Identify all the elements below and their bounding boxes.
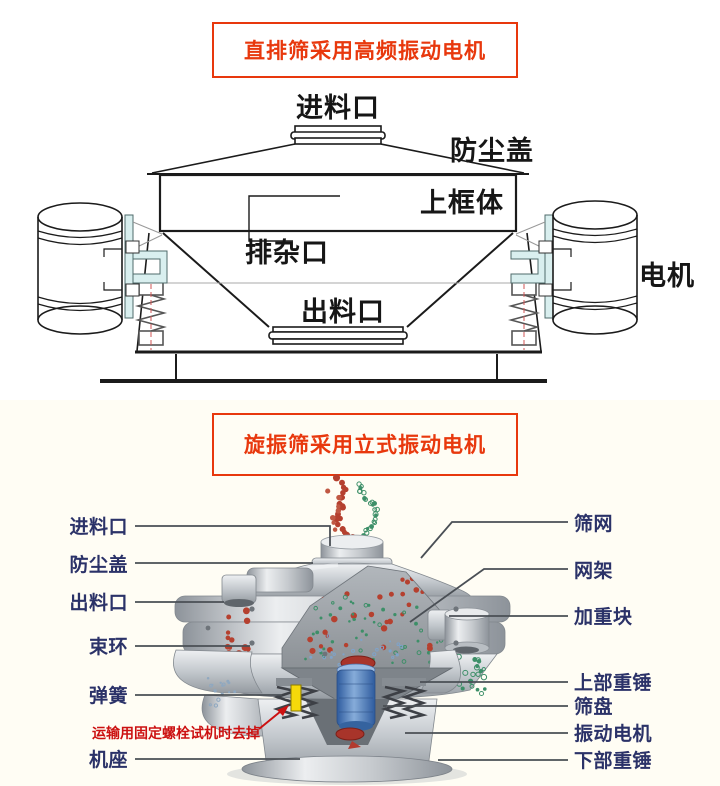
base-flange <box>241 755 453 783</box>
dust-particles <box>206 676 237 708</box>
machine-render <box>173 474 511 785</box>
label-warning-note: 运输用固定螺栓试机时去掉 <box>92 725 260 741</box>
label-impurity-outlet: 排杂口 <box>245 238 329 268</box>
label-discharge-outlet: 出料口 <box>301 297 385 327</box>
label-dust-cover-2: 防尘盖 <box>69 553 128 576</box>
rotary-sieve-diagram: 旋振筛采用立式振动电机 <box>0 400 720 786</box>
label-vibration-motor: 振动电机 <box>574 722 652 745</box>
lower-hammer-render <box>335 727 365 741</box>
label-mesh-frame: 网架 <box>574 560 613 582</box>
spring-left <box>134 294 168 332</box>
upper-frame-box <box>158 173 518 242</box>
label-dust-cover: 防尘盖 <box>450 136 534 166</box>
top-title-box: 直排筛采用高频振动电机 <box>212 22 518 78</box>
side-mount-right <box>510 214 554 319</box>
side-mount-left <box>124 214 168 319</box>
vibration-motor-render <box>335 655 376 749</box>
feed-inlet-flange <box>290 125 386 145</box>
spring-right <box>507 294 541 332</box>
label-upper-frame: 上框体 <box>420 188 504 218</box>
bottom-title-box: 旋振筛采用立式振动电机 <box>212 413 518 476</box>
label-motor: 电机 <box>639 261 695 291</box>
label-lower-hammer: 下部重锤 <box>574 749 652 772</box>
label-feed-inlet: 进料口 <box>296 93 380 123</box>
left-motor-drawing <box>37 202 123 335</box>
bottom-title: 旋振筛采用立式振动电机 <box>243 433 486 457</box>
top-labels: 进料口 防尘盖 上框体 排杂口 出料口 电机 <box>245 93 695 327</box>
label-base: 机座 <box>89 748 128 771</box>
line-mesh-frame <box>409 568 568 623</box>
label-sieve-plate: 筛盘 <box>574 695 613 718</box>
top-title: 直排筛采用高频振动电机 <box>244 39 486 63</box>
cutaway-interior <box>281 565 453 669</box>
warning-arrow <box>258 705 289 730</box>
bottom-labels: 进料口 防尘盖 出料口 束环 弹簧 机座 运输用固定螺栓试机时去掉 筛网 网架 … <box>69 512 652 772</box>
label-lines <box>135 521 568 761</box>
label-discharge-outlet-2: 出料口 <box>69 591 128 614</box>
top-machine-drawing <box>37 125 638 383</box>
impurity-outlet-duct <box>248 195 340 242</box>
line-screen-mesh <box>420 521 568 559</box>
discharge-outlet-render <box>221 567 314 607</box>
label-clamp-ring: 束环 <box>89 636 128 658</box>
label-upper-hammer: 上部重锤 <box>574 671 652 694</box>
label-feed-inlet-2: 进料口 <box>69 515 128 538</box>
transport-bolt <box>290 684 302 712</box>
label-weight-block: 加重块 <box>573 606 633 628</box>
line-feed-inlet <box>135 525 331 546</box>
direct-discharge-sieve-diagram: 直排筛采用高频振动电机 <box>37 22 695 383</box>
right-motor-drawing <box>552 200 638 335</box>
centerlines <box>130 233 547 350</box>
label-spring: 弹簧 <box>89 684 128 707</box>
discharge-funnel <box>142 232 534 345</box>
label-screen-mesh: 筛网 <box>574 512 613 535</box>
clamp-bolts <box>205 606 459 657</box>
